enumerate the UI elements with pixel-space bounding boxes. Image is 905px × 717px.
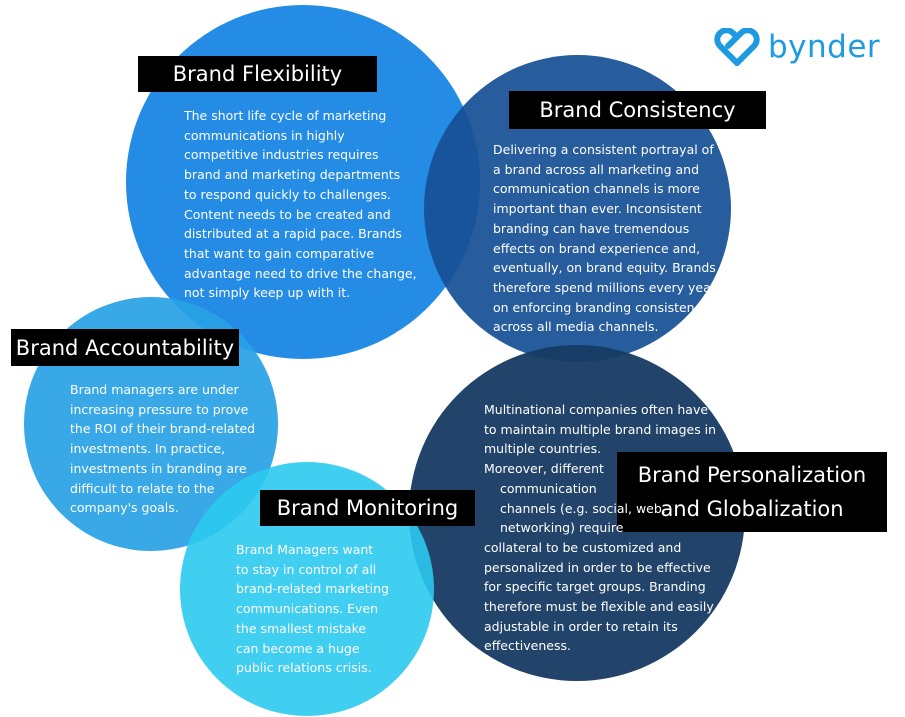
description-line: networking) require [500, 520, 624, 536]
description-line: Moreover, different [484, 461, 604, 477]
description-line: can become a huge [236, 640, 360, 656]
description-line: difficult to relate to the [70, 480, 215, 496]
description-line: company's goals. [70, 500, 179, 516]
bynder-heart-logo-icon [714, 28, 760, 66]
description-line: not simply keep up with it. [184, 285, 351, 301]
description-line: The short life cycle of marketing [184, 108, 387, 123]
description-line: investments in branding are [70, 460, 247, 476]
description-line: to respond quickly to challenges. [184, 186, 391, 202]
brand-flexibility-description: The short life cycle of marketing commun… [184, 106, 417, 303]
description-line: therefore must be flexible and easily [484, 599, 714, 615]
description-line: investments. In practice, [70, 441, 226, 457]
brand-globalization-description: Multinational companies often have to ma… [484, 400, 716, 656]
brand-flexibility-title: Brand Flexibility [138, 56, 377, 92]
description-line: effects on brand experience and, [493, 240, 701, 256]
description-line: across all media channels. [493, 319, 659, 335]
description-line: multiple countries. [484, 441, 602, 457]
brand-monitoring-description: Brand Managers want to stay in control o… [236, 540, 389, 678]
brand-monitoring-title: Brand Monitoring [260, 490, 475, 526]
description-line: adjustable in order to retain its [484, 618, 678, 634]
description-line: communication [500, 480, 597, 496]
description-line: advantage need to drive the change, [184, 265, 417, 281]
title-line-2: and Globalization [660, 497, 844, 521]
description-line: the smallest mistake [236, 620, 367, 636]
description-line: for specific target groups. Branding [484, 579, 706, 595]
description-line: communications in highly [184, 127, 345, 143]
description-line: on enforcing branding consistency [493, 299, 709, 315]
brand-accountability-title: Brand Accountability [11, 329, 239, 366]
description-line: increasing pressure to prove [70, 401, 249, 417]
bynder-logo: bynder [714, 28, 890, 66]
description-line: Brand managers are under [70, 382, 239, 397]
description-line: brand and marketing departments [184, 167, 401, 183]
description-line: that want to gain comparative [184, 245, 375, 261]
brand-accountability-description: Brand managers are under increasing pres… [70, 380, 255, 518]
description-line: public relations crisis. [236, 660, 372, 676]
bynder-logo-text: bynder [768, 29, 881, 65]
description-line: collateral to be customized and [484, 539, 682, 555]
description-line: the ROI of their brand-related [70, 421, 256, 437]
description-line: to maintain multiple brand images in [484, 421, 717, 437]
description-line: distributed at a rapid pace. Brands [184, 226, 402, 242]
description-line: communications. Even [236, 601, 379, 617]
description-line: communication channels is more [493, 181, 700, 197]
description-line: therefore spend millions every year [493, 279, 716, 295]
description-line: Content needs to be created and [184, 206, 391, 222]
description-line: branding can have tremendous [493, 220, 690, 236]
description-line: competitive industries requires [184, 147, 379, 163]
description-line: a brand across all marketing and [493, 161, 699, 177]
title-line-1: Brand Personalization [637, 463, 867, 487]
description-line: important than ever. Inconsistent [493, 201, 702, 217]
description-line: Delivering a consistent portrayal of [493, 142, 714, 157]
description-line: Brand Managers want [236, 542, 374, 557]
description-line: Multinational companies often have [484, 402, 709, 417]
description-line: to stay in control of all [236, 561, 377, 577]
description-line: personalized in order to be effective [484, 559, 711, 575]
brand-consistency-title: Brand Consistency [509, 91, 766, 129]
brand-personalization-globalization-title: Brand Personalization and Globalization [617, 452, 887, 532]
brand-consistency-description: Delivering a consistent portrayal of a b… [493, 140, 716, 337]
description-line: eventually, on brand equity. Brands [493, 260, 716, 276]
description-line: channels (e.g. social, web, [500, 500, 666, 516]
description-line: brand-related marketing [236, 581, 389, 597]
description-line: effectiveness. [484, 638, 571, 654]
